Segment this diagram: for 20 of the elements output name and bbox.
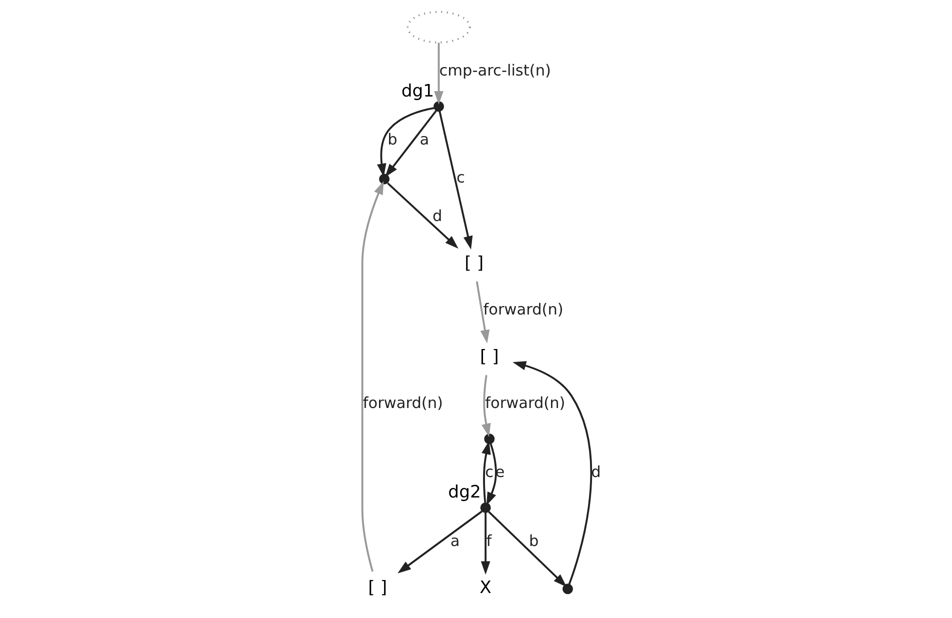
edge-label: b bbox=[387, 130, 397, 148]
edge-label: cmp-arc-list(n) bbox=[438, 62, 550, 80]
node-text: [ ] bbox=[368, 578, 387, 598]
node-label: dg2 bbox=[448, 482, 480, 503]
edge-label: b bbox=[528, 532, 538, 550]
edge-label: a bbox=[419, 130, 429, 148]
edge-label: d bbox=[432, 206, 442, 225]
edge-label: c bbox=[456, 168, 464, 187]
edge-label: d bbox=[590, 462, 600, 481]
edge-label: f bbox=[486, 532, 492, 550]
edge-label: a bbox=[450, 532, 460, 550]
node-text: [ ] bbox=[479, 346, 498, 367]
node-text: X bbox=[479, 578, 491, 598]
node-label: dg1 bbox=[400, 81, 434, 102]
edge-label: forward(n) bbox=[482, 300, 563, 319]
edge-label: e bbox=[494, 462, 504, 481]
edge-label: forward(n) bbox=[362, 394, 442, 412]
edge-label: c bbox=[484, 462, 494, 481]
edge-label: forward(n) bbox=[484, 394, 565, 412]
node-text: [ ] bbox=[464, 253, 484, 274]
